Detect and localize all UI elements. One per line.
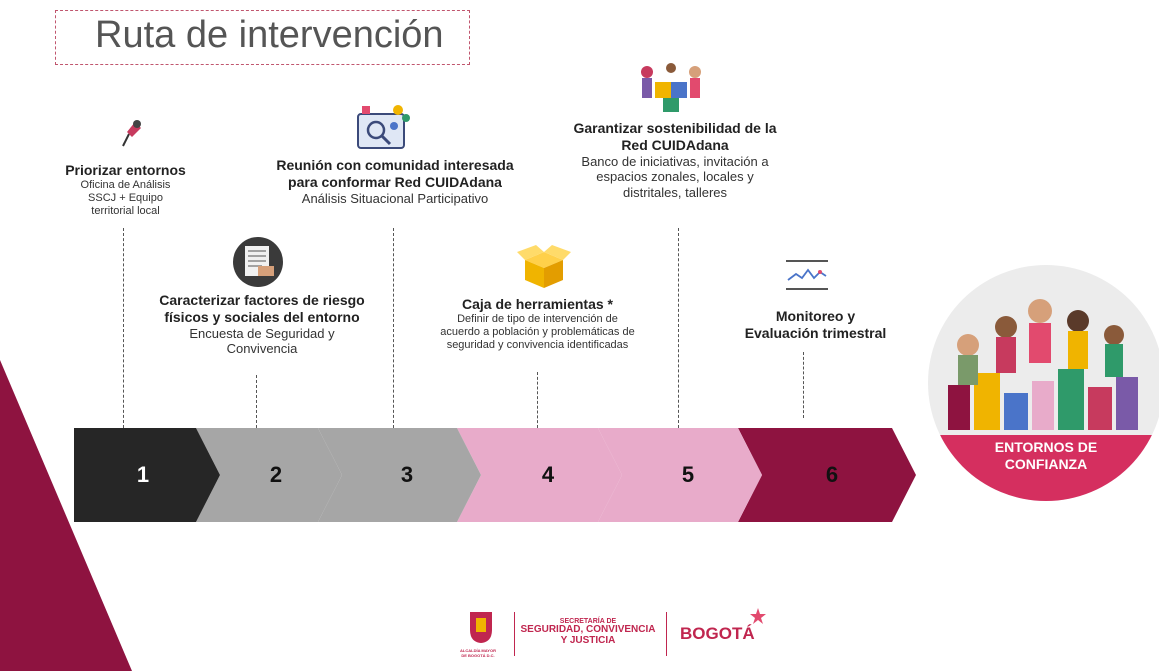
step-5-detail-line2: espacios zonales, locales y (596, 169, 754, 185)
document-icon (233, 237, 283, 287)
connector-4 (537, 372, 538, 428)
secretaria-line2: SEGURIDAD, CONVIVENCIA (520, 624, 656, 636)
step-number-2: 2 (269, 462, 283, 487)
coat-of-arms-icon (470, 612, 492, 643)
connector-6 (803, 352, 804, 418)
step-5-detail-line3: distritales, talleres (622, 184, 728, 200)
badge-band (928, 435, 1159, 501)
step-2-heading-line2: físicos y sociales del entorno (164, 308, 360, 325)
step-5-heading-line2: Red CUIDAdana (621, 136, 729, 153)
step-5-heading-line1: Garantizar sostenibilidad de la (573, 120, 777, 136)
badge-label: ENTORNOS DE CONFIANZA (928, 439, 1159, 473)
step-1-detail: Oficina de Análisis SSCJ + Equipo territ… (80, 178, 171, 218)
step-number-3: 3 (400, 462, 414, 487)
title-frame (55, 10, 470, 65)
entornos-badge: ENTORNOS DE CONFIANZA (928, 265, 1159, 501)
pushpin-icon (122, 120, 141, 147)
step-6-text: Monitoreo y Evaluación trimestral (728, 308, 903, 342)
step-6-heading-line1: Monitoreo y (775, 308, 856, 324)
community-illustration-icon (948, 299, 1138, 430)
step-2-text: Caracterizar factores de riesgo físicos … (152, 292, 372, 357)
connector-2 (256, 375, 257, 428)
connector-3 (393, 228, 394, 428)
line-chart-icon (786, 260, 828, 290)
step-3-detail: Análisis Situacional Participativo (301, 190, 489, 206)
step-4-detail-line2: acuerdo a población y problemáticas de (440, 325, 635, 338)
secretaria-label: SECRETARÍA DE SEGURIDAD, CONVIVENCIA Y J… (518, 618, 658, 646)
secretaria-line3: Y JUSTICIA (560, 634, 616, 646)
step-3-text: Reunión con comunidad interesada para co… (270, 157, 520, 206)
footer-divider-1 (514, 612, 515, 656)
footer-divider-2 (666, 612, 667, 656)
decorative-triangle (0, 360, 132, 671)
step-4-detail-line1: Definir de tipo de intervención de (457, 312, 618, 325)
connector-5 (678, 228, 679, 428)
step-2-heading-line1: Caracterizar factores de riesgo (159, 292, 365, 308)
step-number-4: 4 (541, 462, 555, 487)
step-3-heading-line1: Reunión con comunidad interesada (276, 157, 514, 173)
step-1-heading: Priorizar entornos (65, 162, 186, 178)
people-puzzle-icon (641, 63, 701, 112)
badge-line1: ENTORNOS DE (994, 439, 1098, 455)
toolbox-icon (517, 245, 571, 288)
step-number-6: 6 (825, 462, 839, 487)
secretaria-line1: SECRETARÍA DE (559, 618, 617, 625)
step-5-text: Garantizar sostenibilidad de la Red CUID… (555, 120, 795, 200)
connector-1 (123, 228, 124, 428)
step-2-detail-line1: Encuesta de Seguridad y (189, 325, 335, 341)
step-5-detail-line1: Banco de iniciativas, invitación a (581, 153, 769, 169)
step-6-heading-line2: Evaluación trimestral (744, 324, 887, 341)
step-1-text: Priorizar entornos Oficina de Análisis S… (48, 162, 203, 218)
step-4-detail-line3: seguridad y convivencia identificadas (446, 339, 629, 352)
step-2-detail-line2: Convivencia (226, 341, 298, 357)
step-number-1: 1 (136, 462, 150, 487)
star-icon (750, 608, 766, 624)
page-title: Ruta de intervención (95, 14, 444, 56)
step-4-text: Caja de herramientas * Definir de tipo d… (420, 296, 655, 352)
step-3-heading-line2: para conformar Red CUIDAdana (288, 173, 502, 190)
footer-logos: ALCALDÍA MAYOR DE BOGOTÁ D.C. SECRETARÍA… (458, 608, 778, 658)
bogota-logo: BOGOTÁ (680, 624, 755, 643)
step-4-heading: Caja de herramientas * (462, 296, 613, 312)
badge-line2: CONFIANZA (1004, 455, 1088, 472)
community-meeting-icon (357, 105, 410, 149)
step-number-5: 5 (681, 462, 695, 487)
alcaldia-label: ALCALDÍA MAYOR DE BOGOTÁ D.C. (460, 648, 496, 658)
